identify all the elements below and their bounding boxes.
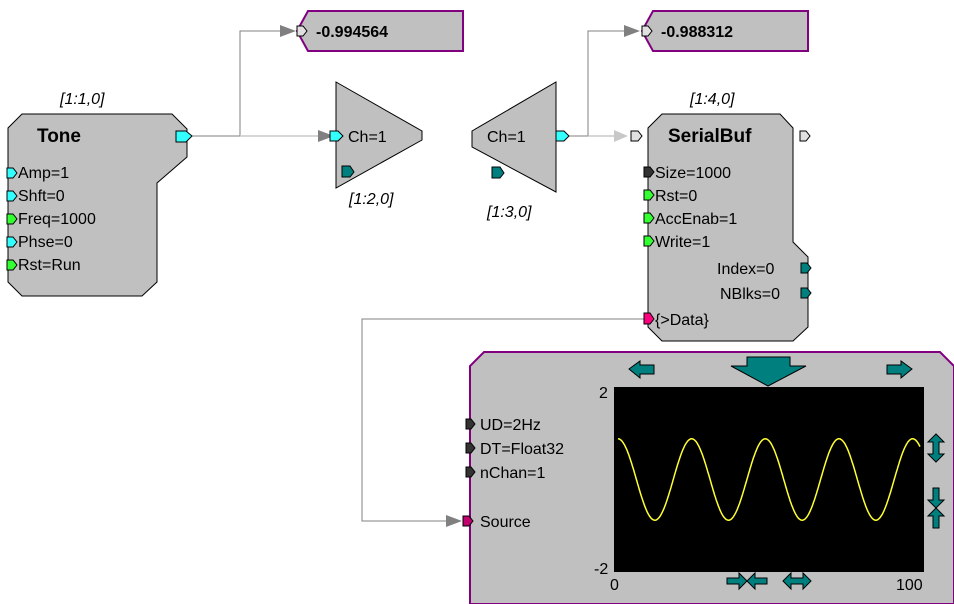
scope-port-dt[interactable] (465, 442, 476, 454)
output-left-box (295, 10, 464, 52)
tone-port-freq[interactable] (6, 213, 18, 225)
scope-compress-horizontal-icon[interactable] (726, 571, 748, 591)
scope-param-ud: UD=2Hz (480, 417, 541, 434)
serialbuf-port-size[interactable] (643, 166, 655, 178)
tone-param-freq: Freq=1000 (18, 211, 96, 228)
wire-arrow-serialbuf (614, 130, 628, 142)
output-left[interactable]: -0.994564 (295, 10, 464, 52)
serialbuf-output-index: Index=0 (717, 261, 774, 278)
demux-index-label: [1:3,0] (486, 204, 532, 221)
output-right[interactable]: -0.988312 (640, 10, 809, 52)
tone-body (7, 113, 188, 297)
wire-arrow-left-output (280, 25, 296, 37)
serialbuf-index-label: [1:4,0] (689, 91, 735, 108)
scope-x-min-label: 0 (610, 577, 619, 594)
serialbuf-param-accenab: AccEnab=1 (655, 211, 737, 228)
scope-port-ud[interactable] (465, 418, 476, 430)
scope-y-max-label: 2 (599, 385, 608, 402)
wire-data-to-source (361, 318, 648, 522)
scope-param-dt: DT=Float32 (480, 441, 564, 458)
serialbuf-body (647, 113, 809, 342)
scope-param-nchan: nChan=1 (480, 465, 545, 482)
tone-index-label: [1:1,0] (59, 91, 105, 108)
mux-block[interactable]: Ch=1 [1:2,0] (329, 81, 423, 208)
scope-trace-line (617, 438, 921, 521)
scope-port-source[interactable] (462, 515, 474, 527)
serialbuf-param-size: Size=1000 (655, 165, 731, 182)
tone-port-amp[interactable] (6, 167, 18, 179)
wires (192, 25, 648, 527)
serialbuf-output-nblks: NBlks=0 (720, 286, 780, 303)
serialbuf-port-write[interactable] (643, 235, 655, 247)
mux-label: Ch=1 (348, 129, 387, 146)
scope-compress-vertical-lower-icon (926, 507, 946, 529)
wire-arrow-mux (318, 130, 334, 142)
serialbuf-param-rst: Rst=0 (655, 188, 697, 205)
output-right-value: -0.988312 (661, 24, 733, 41)
serialbuf-title: SerialBuf (668, 126, 752, 147)
serialbuf-output-port[interactable] (799, 130, 811, 142)
output-left-value: -0.994564 (316, 24, 388, 41)
wire-demux-to-right-output (568, 30, 624, 137)
serialbuf-port-nblks[interactable] (800, 287, 812, 299)
serialbuf-input-port[interactable] (630, 130, 643, 142)
tone-port-phse[interactable] (6, 236, 18, 248)
demux-control-port[interactable] (491, 166, 505, 179)
scope-scroll-down-icon[interactable] (730, 356, 807, 387)
mux-body (335, 81, 423, 189)
tone-block[interactable]: [1:1,0] Tone Amp=1 Shft=0 Freq=1000 Phse… (6, 91, 193, 297)
tone-param-amp: Amp=1 (18, 165, 69, 182)
tone-title: Tone (37, 126, 81, 147)
scope-screen[interactable] (614, 387, 924, 572)
tone-output-port[interactable] (175, 130, 193, 143)
scope-x-max-label: 100 (896, 577, 923, 594)
serialbuf-port-index[interactable] (800, 262, 812, 274)
mux-index-label: [1:2,0] (348, 191, 394, 208)
tone-port-rst[interactable] (6, 259, 18, 271)
demux-output-port[interactable] (555, 130, 570, 142)
output-right-box (640, 10, 809, 52)
demux-label: Ch=1 (487, 129, 526, 146)
scope-scroll-left-icon[interactable] (628, 360, 655, 380)
serialbuf-data-label: {>Data} (655, 312, 709, 329)
scope-compress-vertical-icon[interactable] (926, 487, 946, 509)
tone-param-phse: Phse=0 (18, 234, 73, 251)
output-right-port[interactable] (641, 25, 653, 37)
scope-compress-horizontal-right-icon (746, 571, 768, 591)
serialbuf-param-write: Write=1 (655, 234, 710, 251)
demux-body (471, 81, 557, 193)
output-left-port[interactable] (296, 25, 308, 37)
scope-scroll-right-icon[interactable] (886, 360, 913, 380)
tone-port-shft[interactable] (6, 190, 18, 202)
wire-tone-to-left-output (192, 30, 280, 137)
tone-param-rst: Rst=Run (18, 257, 81, 274)
demux-block[interactable]: Ch=1 [1:3,0] (471, 81, 570, 221)
serialbuf-block[interactable]: [1:4,0] SerialBuf Size=1000 Rst=0 AccEna… (630, 91, 812, 342)
scope-y-min-label: -2 (594, 561, 608, 578)
scope-expand-horizontal-icon[interactable] (782, 571, 812, 591)
scope-block[interactable]: UD=2Hz DT=Float32 nChan=1 Source 2 -2 0 … (462, 351, 954, 604)
scope-source-label: Source (480, 514, 531, 531)
scope-port-nchan[interactable] (465, 466, 476, 478)
scope-expand-vertical-icon[interactable] (926, 433, 946, 463)
serialbuf-port-data[interactable] (643, 312, 655, 325)
mux-control-port[interactable] (341, 165, 355, 178)
mux-input-port[interactable] (329, 130, 344, 142)
serialbuf-port-accenab[interactable] (643, 212, 655, 224)
wire-arrow-right-output (624, 25, 640, 37)
tone-param-shft: Shft=0 (18, 188, 65, 205)
serialbuf-port-rst[interactable] (643, 189, 655, 201)
wire-arrow-source (446, 515, 462, 527)
